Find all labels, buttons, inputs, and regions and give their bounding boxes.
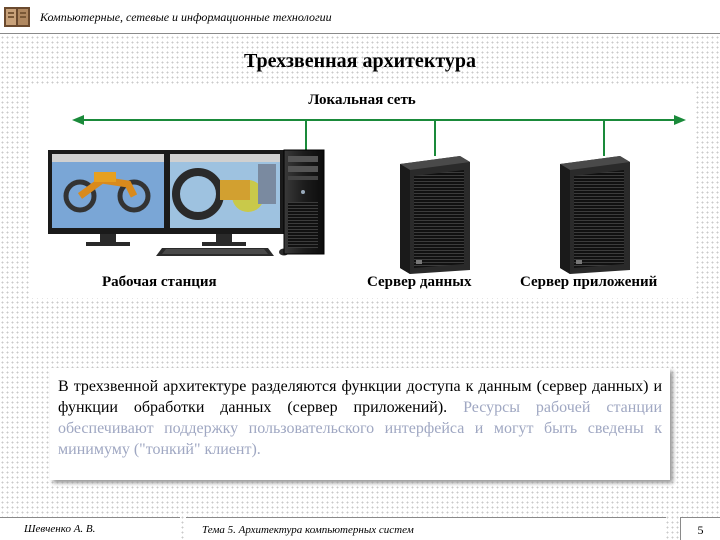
keyboard-icon <box>156 248 274 256</box>
monitor-left-icon <box>48 150 168 246</box>
data-server-label: Сервер данных <box>367 274 471 291</box>
explanation-textbox: В трехзвенной архитектуре разделяются фу… <box>50 368 670 480</box>
slide-header: Компьютерные, сетевые и информационные т… <box>0 0 720 34</box>
workstation-label: Рабочая станция <box>102 274 217 291</box>
footer-topic: Тема 5. Архитектура компьютерных систем <box>186 517 666 540</box>
pc-tower-icon <box>284 150 324 254</box>
network-diagram-drawing <box>30 84 694 298</box>
footer-author: Шевченко А. В. <box>0 517 180 540</box>
app-server-label: Сервер приложений <box>520 274 657 291</box>
data-server-icon <box>400 156 470 274</box>
app-server-icon <box>560 156 630 274</box>
book-logo-icon <box>3 3 31 29</box>
monitor-right-icon <box>166 150 284 246</box>
course-title: Компьютерные, сетевые и информационные т… <box>40 10 332 25</box>
network-diagram: Локальная сеть Рабочая станция Сервер да… <box>30 84 694 298</box>
network-label: Локальная сеть <box>30 92 694 109</box>
network-line <box>72 115 686 156</box>
page-number: 5 <box>680 517 720 540</box>
slide-title: Трехзвенная архитектура <box>0 50 720 73</box>
